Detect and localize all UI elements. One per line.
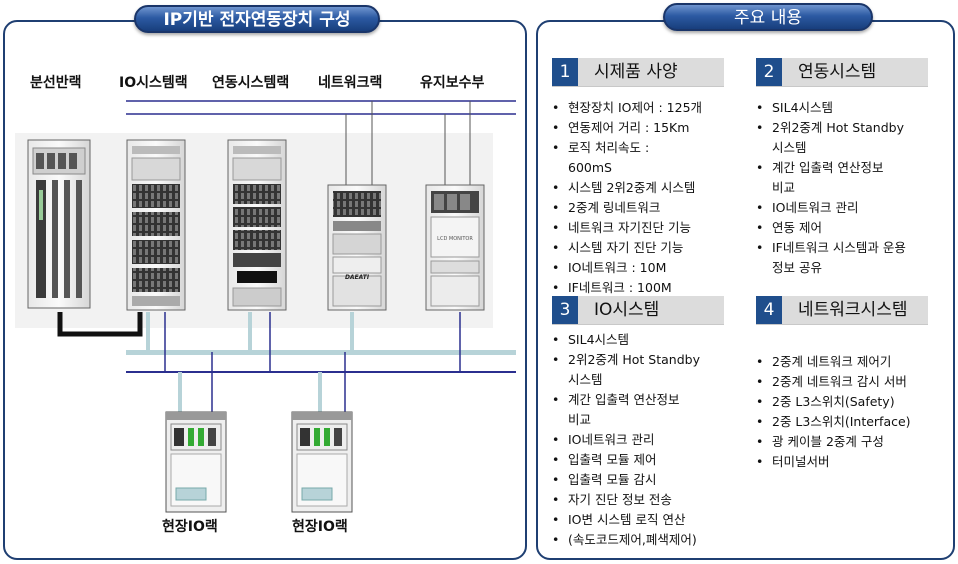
list-item: 광 케이블 2중계 구성 xyxy=(752,432,952,452)
list-item: 터미널서버 xyxy=(752,452,952,472)
interlocking-system-rack xyxy=(227,139,287,311)
list-item: 입출력 모듈 제어 xyxy=(548,450,748,470)
list-item: 연동 제어 xyxy=(752,218,952,238)
section-4-number: 4 xyxy=(756,296,782,324)
list-item: 2중 L3스위치(Safety) xyxy=(752,392,952,412)
section-3-list: SIL4시스템 2위2중계 Hot Standby 시스템 계간 입출력 연산정… xyxy=(548,330,748,550)
distribution-rack xyxy=(27,139,91,309)
list-item: SIL4시스템 xyxy=(752,98,952,118)
list-item: (속도코드제어,폐색제어) xyxy=(548,530,748,550)
network-rack: DAEATI xyxy=(327,184,387,311)
section-2-title: 연동시스템 xyxy=(798,62,877,82)
list-item: 2위2중계 Hot Standby 시스템 xyxy=(752,118,952,158)
section-1-number: 1 xyxy=(552,58,578,86)
field-io-rack-1 xyxy=(165,411,227,513)
list-item: 계간 입출력 연산정보 비교 xyxy=(752,158,952,198)
section-3-number: 3 xyxy=(552,296,578,324)
section-4-list: 2중계 네트워크 제어기 2중계 네트워크 감시 서버 2중 L3스위치(Saf… xyxy=(752,352,952,472)
section-3-title: IO시스템 xyxy=(594,300,660,320)
field-io-rack-label-2: 현장IO랙 xyxy=(292,519,348,535)
section-1-title: 시제품 사양 xyxy=(594,62,678,82)
list-item: 로직 처리속도 : 600mS xyxy=(548,138,738,178)
section-1-list: 현장장치 IO제어 : 125개 연동제어 거리 : 15Km 로직 처리속도 … xyxy=(548,98,738,298)
rack-label-network: 네트워크랙 xyxy=(318,75,383,91)
list-item: IO네트워크 관리 xyxy=(752,198,952,218)
left-panel-title: IP기반 전자연동장치 구성 xyxy=(134,5,380,33)
list-item: IF네트워크 시스템과 운용 정보 공유 xyxy=(752,238,952,278)
list-item: 네트워크 자기진단 기능 xyxy=(548,218,738,238)
list-item: 시스템 자기 진단 기능 xyxy=(548,238,738,258)
list-item: 계간 입출력 연산정보 비교 xyxy=(548,390,748,430)
maintenance-rack: LCD MONITOR xyxy=(425,184,485,311)
io-system-rack xyxy=(126,139,186,311)
list-item: 입출력 모듈 감시 xyxy=(548,470,748,490)
list-item: 2위2중계 Hot Standby 시스템 xyxy=(548,350,748,390)
list-item: 자기 진단 정보 전송 xyxy=(548,490,748,510)
list-item: 현장장치 IO제어 : 125개 xyxy=(548,98,738,118)
list-item: IO변 시스템 로직 연산 xyxy=(548,510,748,530)
field-io-rack-label-1: 현장IO랙 xyxy=(162,519,218,535)
list-item: 2중계 링네트워크 xyxy=(548,198,738,218)
section-4-title: 네트워크시스템 xyxy=(798,300,908,320)
list-item: 2중계 네트워크 감시 서버 xyxy=(752,372,952,392)
io-bus-light xyxy=(126,350,516,355)
lcd-monitor-text: LCD MONITOR xyxy=(437,236,473,242)
section-2-list: SIL4시스템 2위2중계 Hot Standby 시스템 계간 입출력 연산정… xyxy=(752,98,952,278)
section-4-header: 4 네트워크시스템 xyxy=(756,296,928,325)
rack-label-interlocking: 연동시스템랙 xyxy=(212,75,290,91)
list-item: 시스템 2위2중계 시스템 xyxy=(548,178,738,198)
section-3-header: 3 IO시스템 xyxy=(552,296,724,325)
section-1-header: 1 시제품 사양 xyxy=(552,58,724,87)
rack-label-distribution: 분선반랙 xyxy=(30,75,82,91)
list-item: IF네트워크 : 100M xyxy=(548,278,738,298)
rack-label-maintenance: 유지보수부 xyxy=(420,75,485,91)
network-rack-brand: DAEATI xyxy=(345,274,370,281)
list-item: IO네트워크 관리 xyxy=(548,430,748,450)
list-item: SIL4시스템 xyxy=(548,330,748,350)
list-item: 2중계 네트워크 제어기 xyxy=(752,352,952,372)
list-item: 연동제어 거리 : 15Km xyxy=(548,118,738,138)
field-io-rack-2 xyxy=(291,411,353,513)
list-item: 2중 L3스위치(Interface) xyxy=(752,412,952,432)
section-2-header: 2 연동시스템 xyxy=(756,58,928,87)
section-2-number: 2 xyxy=(756,58,782,86)
list-item: IO네트워크 : 10M xyxy=(548,258,738,278)
rack-connectors-blue xyxy=(164,312,461,412)
distribution-cable xyxy=(57,312,143,337)
right-panel-title: 주요 내용 xyxy=(663,3,873,31)
rack-connectors-light xyxy=(146,312,354,412)
rack-label-io-system: IO시스템랙 xyxy=(119,75,188,91)
